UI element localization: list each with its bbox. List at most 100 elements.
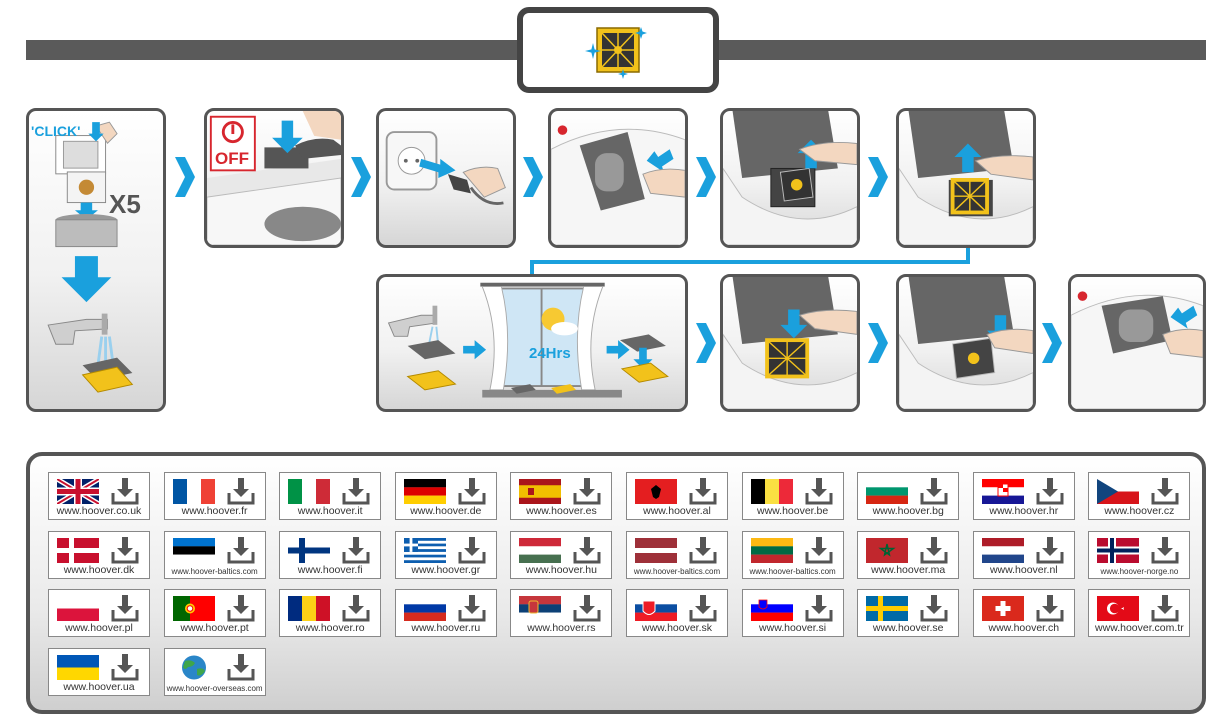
download-icon[interactable] [1036, 594, 1064, 622]
download-icon[interactable] [458, 594, 486, 622]
download-icon[interactable] [342, 477, 370, 505]
website-link-globe[interactable]: www.hoover-overseas.com [163, 647, 266, 696]
download-icon[interactable] [1036, 536, 1064, 564]
website-url[interactable]: www.hoover.ro [295, 622, 365, 634]
remove-filter-holder-illustration [723, 111, 857, 245]
website-link-fi[interactable]: www.hoover.fi [279, 530, 382, 579]
download-icon[interactable] [573, 536, 601, 564]
flag-hu-icon [519, 537, 562, 563]
website-link-no[interactable]: www.hoover-norge.no [1088, 530, 1191, 579]
website-url[interactable]: www.hoover.si [759, 622, 827, 634]
website-url[interactable]: www.hoover.pl [65, 622, 133, 634]
download-icon[interactable] [111, 477, 139, 505]
website-url[interactable]: www.hoover.com.tr [1095, 622, 1184, 634]
website-url[interactable]: www.hoover-baltics.com [633, 566, 721, 576]
website-link-nl[interactable]: www.hoover.nl [972, 530, 1075, 579]
website-link-de[interactable]: www.hoover.de [394, 472, 497, 520]
website-url[interactable]: www.hoover.sk [641, 622, 713, 634]
website-url[interactable]: www.hoover-norge.no [1100, 566, 1179, 576]
website-url[interactable]: www.hoover-overseas.com [166, 683, 263, 693]
website-link-hr[interactable]: www.hoover.hr [972, 472, 1075, 520]
website-link-pt[interactable]: www.hoover.pt [163, 589, 266, 637]
website-url[interactable]: www.hoover-baltics.com [171, 566, 258, 576]
website-url[interactable]: www.hoover.nl [989, 563, 1058, 576]
website-url[interactable]: www.hoover.es [526, 505, 597, 517]
website-link-dk[interactable]: www.hoover.dk [48, 530, 150, 579]
download-icon[interactable] [689, 536, 717, 564]
download-icon[interactable] [689, 594, 717, 622]
download-icon[interactable] [1151, 594, 1179, 622]
download-icon[interactable] [111, 653, 139, 681]
website-url[interactable]: www.hoover.bg [872, 505, 944, 517]
website-link-sk[interactable]: www.hoover.sk [626, 589, 728, 637]
website-url[interactable]: www.hoover.pt [180, 622, 249, 634]
website-url[interactable]: www.hoover.dk [63, 563, 135, 576]
download-icon[interactable] [920, 477, 948, 505]
repeat-count-label: X5 [109, 189, 141, 219]
website-link-ru[interactable]: www.hoover.ru [394, 589, 497, 637]
download-icon[interactable] [1036, 477, 1064, 505]
website-link-be[interactable]: www.hoover.be [741, 472, 844, 520]
download-icon[interactable] [805, 594, 833, 622]
website-link-al[interactable]: www.hoover.al [626, 472, 728, 520]
website-link-ua[interactable]: www.hoover.ua [48, 647, 150, 696]
website-url[interactable]: www.hoover.ua [63, 680, 135, 693]
website-link-fr[interactable]: www.hoover.fr [163, 472, 266, 520]
website-link-es[interactable]: www.hoover.es [510, 472, 613, 520]
download-icon[interactable] [573, 477, 601, 505]
website-url[interactable]: www.hoover.cz [1104, 505, 1175, 517]
website-link-ma[interactable]: www.hoover.ma [857, 530, 960, 579]
website-url[interactable]: www.hoover.it [297, 505, 363, 517]
website-link-cz[interactable]: www.hoover.cz [1088, 472, 1191, 520]
website-url[interactable]: www.hoover.ch [988, 622, 1060, 634]
website-link-lt[interactable]: www.hoover-baltics.com [741, 530, 844, 579]
website-link-ee[interactable]: www.hoover-baltics.com [163, 530, 266, 579]
website-link-ch[interactable]: www.hoover.ch [972, 589, 1075, 637]
website-link-tr[interactable]: www.hoover.com.tr [1088, 589, 1191, 637]
download-icon[interactable] [111, 594, 139, 622]
website-url[interactable]: www.hoover.hu [525, 563, 597, 576]
download-icon[interactable] [227, 477, 255, 505]
download-icon[interactable] [805, 477, 833, 505]
download-icon[interactable] [458, 477, 486, 505]
download-icon[interactable] [342, 594, 370, 622]
website-url[interactable]: www.hoover.fr [181, 505, 248, 517]
website-link-gr[interactable]: www.hoover.gr [394, 530, 497, 579]
download-icon[interactable] [920, 536, 948, 564]
download-icon[interactable] [573, 594, 601, 622]
website-url[interactable]: www.hoover.fi [297, 563, 363, 576]
download-icon[interactable] [227, 653, 255, 681]
download-icon[interactable] [458, 536, 486, 564]
website-link-se[interactable]: www.hoover.se [857, 589, 960, 637]
website-url[interactable]: www.hoover.be [756, 505, 829, 517]
website-link-ro[interactable]: www.hoover.ro [279, 589, 382, 637]
website-link-it[interactable]: www.hoover.it [279, 472, 382, 520]
website-url[interactable]: www.hoover.ru [411, 622, 481, 634]
download-icon[interactable] [1151, 536, 1179, 564]
download-icon[interactable] [111, 536, 139, 564]
website-url[interactable]: www.hoover.hr [989, 505, 1059, 517]
website-link-lv[interactable]: www.hoover-baltics.com [626, 530, 728, 579]
download-icon[interactable] [920, 594, 948, 622]
website-url[interactable]: www.hoover.se [872, 622, 944, 634]
website-url[interactable]: www.hoover-baltics.com [749, 566, 836, 576]
website-link-si[interactable]: www.hoover.si [741, 589, 844, 637]
download-icon[interactable] [805, 536, 833, 564]
download-icon[interactable] [1151, 477, 1179, 505]
website-url[interactable]: www.hoover.gr [411, 563, 481, 576]
website-url[interactable]: www.hoover.co.uk [56, 505, 142, 517]
website-link-bg[interactable]: www.hoover.bg [857, 472, 960, 520]
website-link-pl[interactable]: www.hoover.pl [48, 589, 150, 637]
next-step-chevron [866, 323, 888, 363]
download-icon[interactable] [227, 594, 255, 622]
website-link-hu[interactable]: www.hoover.hu [510, 530, 613, 579]
website-url[interactable]: www.hoover.rs [527, 622, 596, 634]
download-icon[interactable] [342, 536, 370, 564]
website-link-rs[interactable]: www.hoover.rs [510, 589, 613, 637]
download-icon[interactable] [689, 477, 717, 505]
website-url[interactable]: www.hoover.de [410, 505, 482, 517]
download-icon[interactable] [227, 536, 255, 564]
website-url[interactable]: www.hoover.ma [871, 563, 946, 576]
website-link-uk[interactable]: www.hoover.co.uk [48, 472, 150, 520]
website-url[interactable]: www.hoover.al [643, 505, 711, 517]
